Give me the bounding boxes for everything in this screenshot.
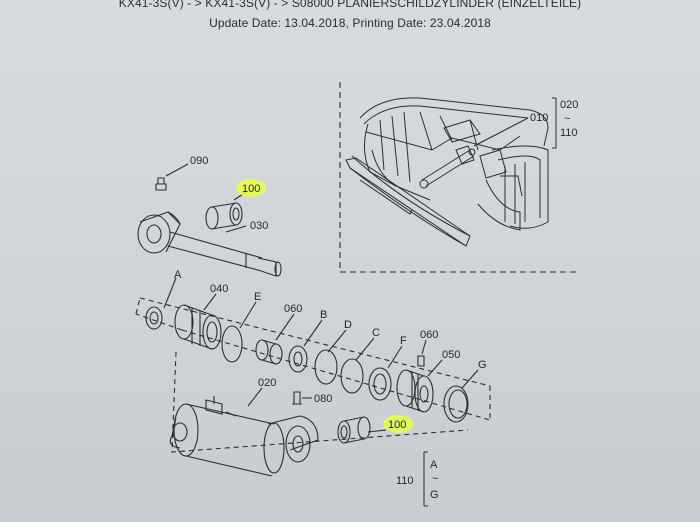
highlight-100-bottom: [383, 415, 413, 433]
label-110: 110: [396, 475, 414, 487]
kit-label-tilde: ~: [432, 473, 438, 485]
highlight-100-top: [236, 179, 266, 197]
machine-illustration: [345, 97, 549, 247]
label-F: F: [400, 335, 407, 347]
label-tilde-top: ~: [564, 113, 570, 125]
explode-guide: [135, 297, 491, 421]
catalog-path: KX41-3S(V) - > KX41-3S(V) - > S08000 PLA…: [118, 0, 582, 10]
nipple-080: [292, 391, 302, 405]
bracket-110: [423, 451, 428, 507]
label-110-top: 110: [560, 127, 578, 139]
date-line: Update Date: 13.04.2018, Printing Date: …: [209, 16, 491, 30]
bracket-020-110: [552, 97, 557, 149]
ring-C: [340, 358, 364, 394]
gland-040: [174, 304, 222, 350]
leader-030: [225, 225, 247, 233]
screw-060-b: [417, 355, 425, 367]
label-050: 050: [442, 349, 460, 361]
bushing-100-top: [205, 202, 243, 230]
label-060-a: 060: [284, 303, 302, 315]
kit-label-A: A: [430, 459, 438, 471]
label-010: 010: [530, 112, 548, 124]
label-080: 080: [314, 393, 332, 405]
kit-label-G: G: [430, 489, 439, 501]
label-A: A: [174, 269, 182, 281]
label-020: 020: [258, 377, 276, 389]
label-B: B: [320, 309, 327, 321]
piston-rod-030: [137, 211, 282, 277]
label-040: 040: [210, 283, 228, 295]
seal-A: [145, 306, 163, 330]
bushing-100-bottom: [337, 416, 371, 444]
bolt-090: [155, 177, 167, 191]
label-060-b: 060: [420, 329, 438, 341]
label-020-top: 020: [560, 99, 578, 111]
label-030: 030: [250, 220, 268, 232]
label-090: 090: [190, 155, 208, 167]
cylinder-tube-020: [169, 396, 319, 477]
label-C: C: [372, 327, 380, 339]
oring-E: [221, 325, 243, 363]
piston-050: [396, 369, 434, 413]
label-E: E: [254, 291, 261, 303]
seal-F: [368, 367, 392, 401]
ring-G: [443, 385, 469, 423]
seal-B: [288, 345, 308, 373]
leader-100-bottom: [367, 429, 387, 433]
label-100-bottom: 100: [388, 419, 406, 431]
ring-D: [314, 349, 338, 385]
leader-090: [165, 163, 189, 177]
leader-010: [473, 117, 529, 147]
label-D: D: [344, 319, 352, 331]
bush-060-a: [255, 339, 283, 365]
label-G: G: [478, 359, 487, 371]
inset-frame: [339, 82, 578, 273]
label-100-top: 100: [242, 183, 260, 195]
